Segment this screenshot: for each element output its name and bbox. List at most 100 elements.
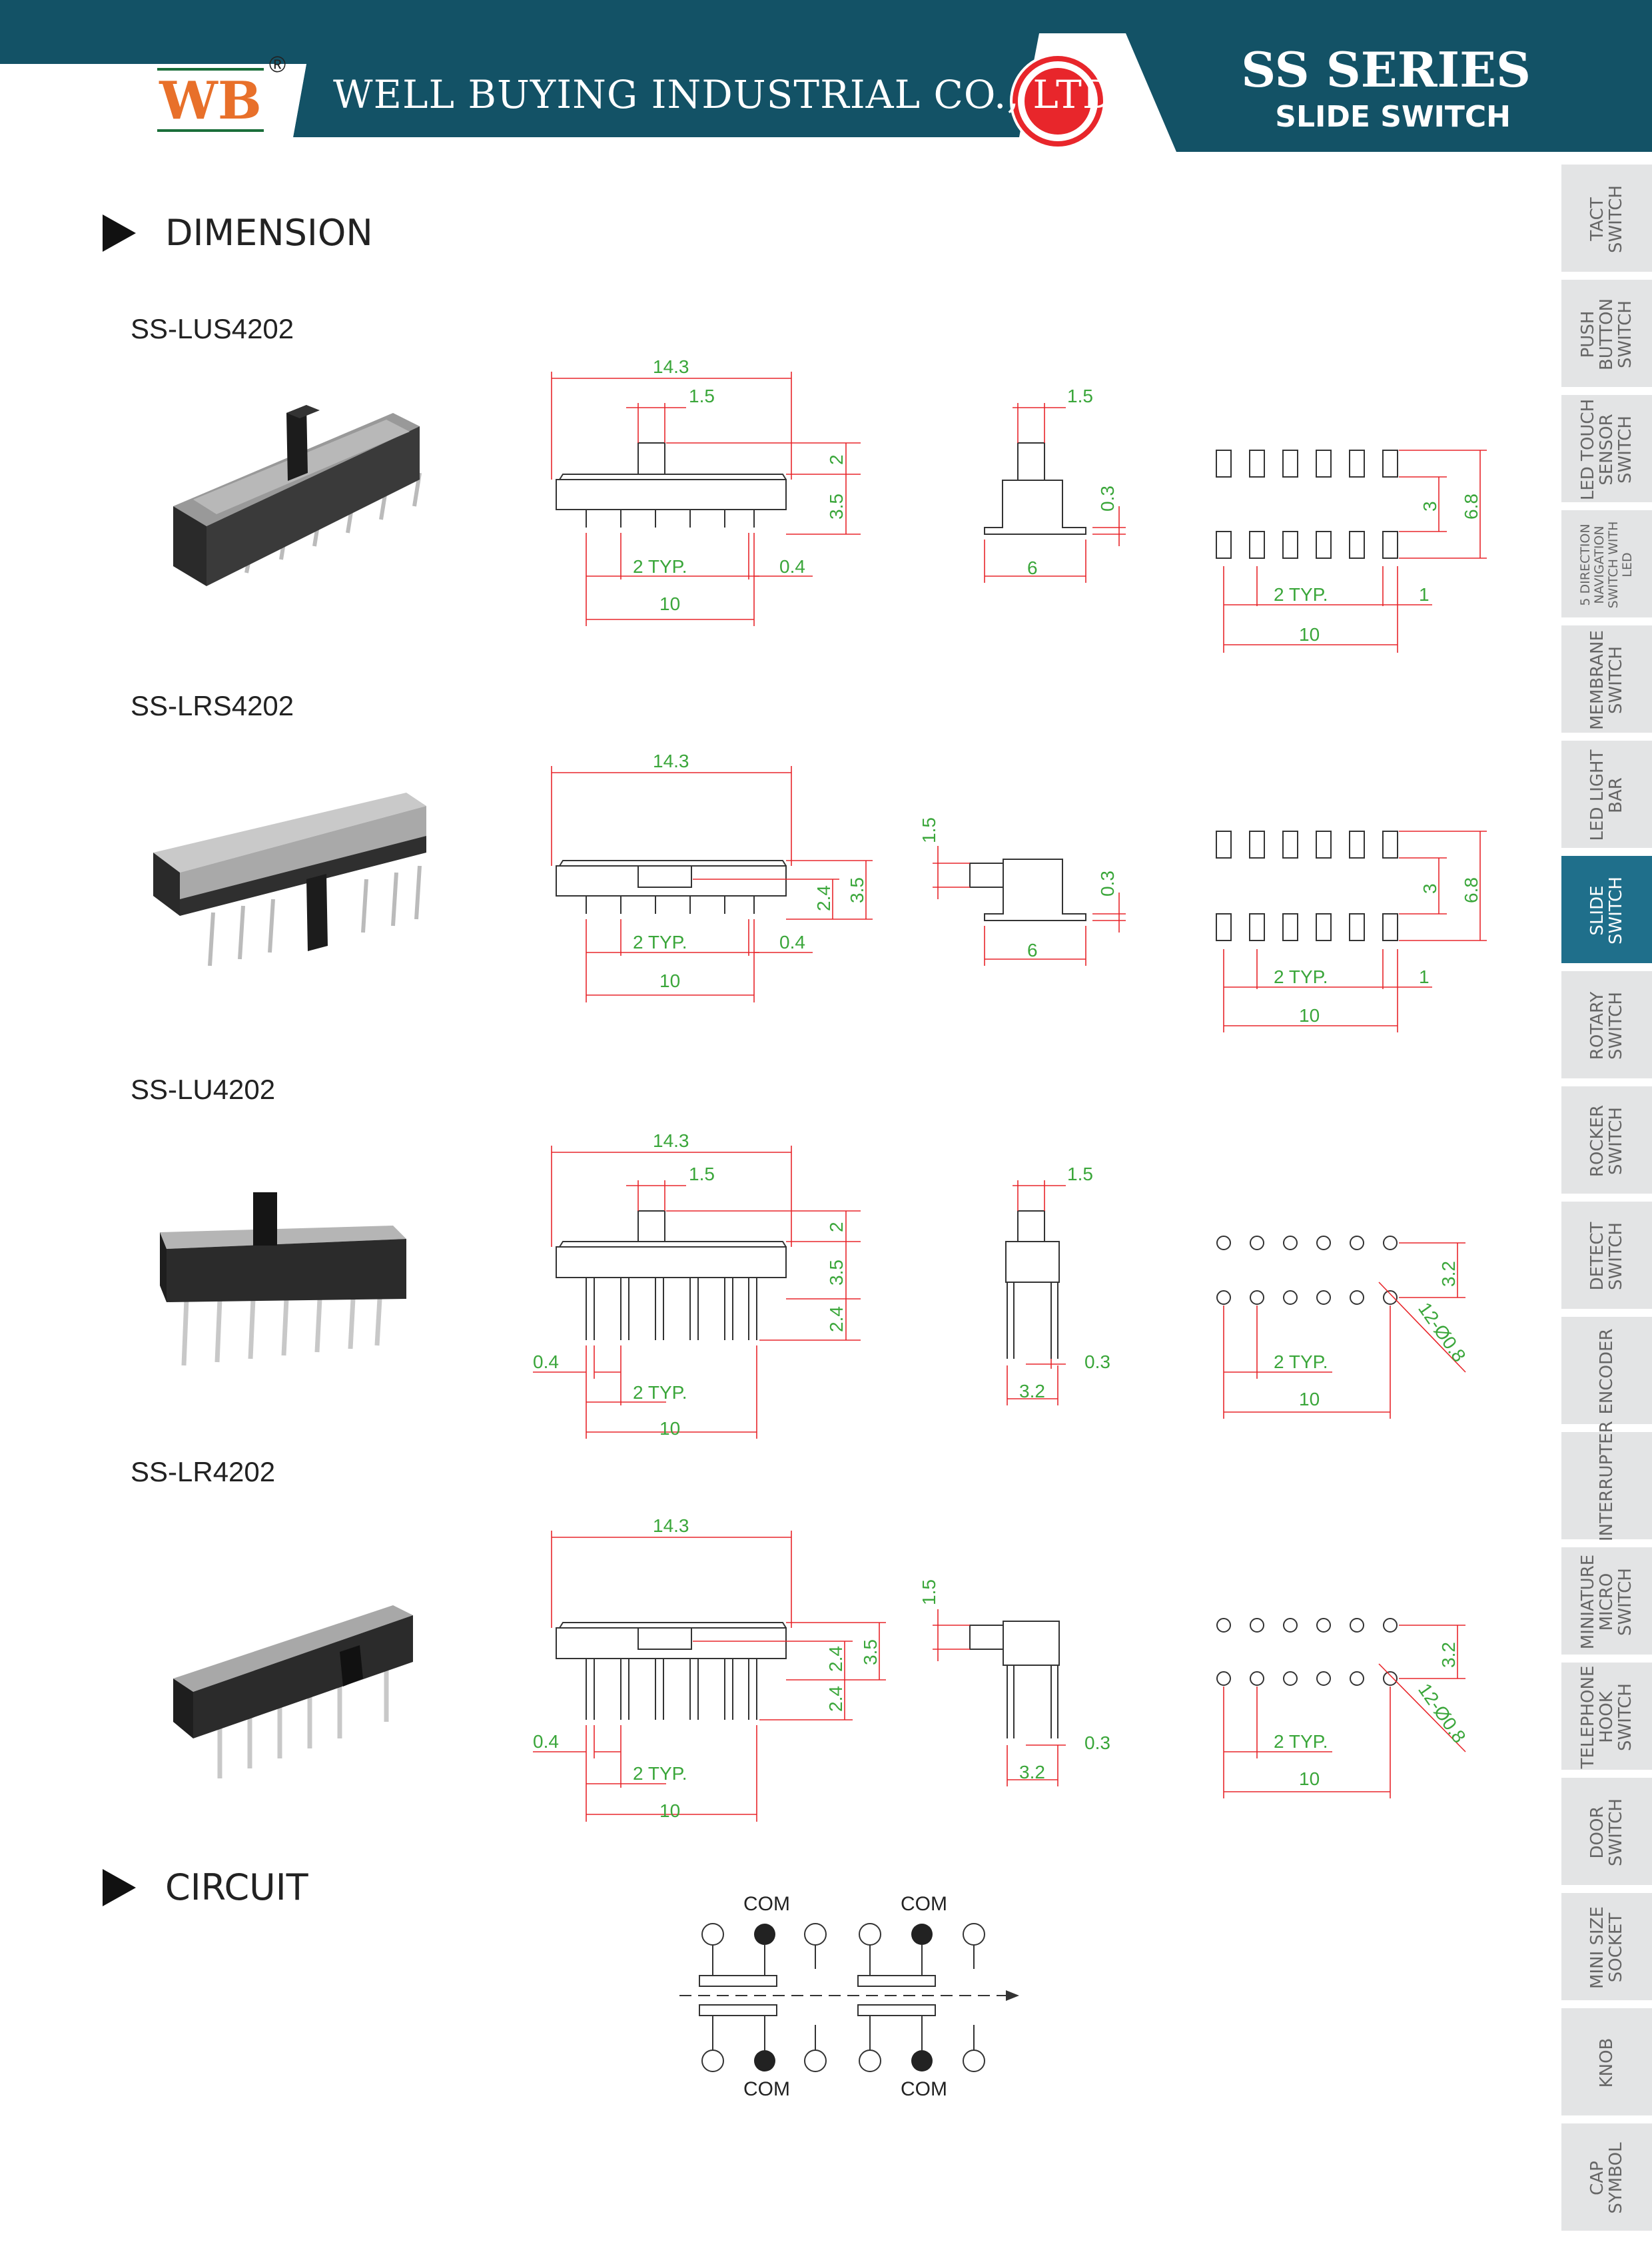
dimension-heading: DIMENSION — [103, 212, 373, 254]
dim-total: 6.8 — [1461, 494, 1481, 520]
sidebar-tab-label: KNOB — [1597, 2038, 1617, 2088]
dim-span: 10 — [1299, 1005, 1320, 1026]
side-view-ss-lrs4202: 1.5 0.3 6 — [919, 817, 1126, 966]
dim-actuator: 1.5 — [919, 1579, 939, 1605]
dim-span: 10 — [1299, 624, 1320, 645]
dim-actuator: 1.5 — [1067, 386, 1093, 406]
dim-body-height: 3.5 — [847, 877, 867, 903]
series-title: SS SERIES — [1241, 41, 1531, 98]
pcb-layout-ss-lrs4202: 3 6.8 2 TYP. 1 10 — [1216, 831, 1487, 1032]
company-name: WELL BUYING INDUSTRIAL CO., LTD — [333, 72, 1114, 117]
dim-pitch: 2 TYP. — [1274, 1731, 1328, 1752]
dim-pin-thickness: 0.3 — [1097, 871, 1118, 897]
sidebar-tab[interactable]: MINI SIZE SOCKET — [1561, 1891, 1652, 2000]
dim-total: 6.8 — [1461, 877, 1481, 903]
dim-span: 10 — [659, 970, 680, 991]
sidebar-tab[interactable]: LED LIGHT BAR — [1561, 739, 1652, 848]
dim-pin-width: 0.4 — [533, 1351, 559, 1372]
side-view-ss-lu4202: 1.5 0.3 3.2 — [1005, 1164, 1110, 1405]
dimension-drawings: .ol { stroke:#333; stroke-width:2; fill:… — [533, 356, 1487, 2100]
circuit-heading: CIRCUIT — [103, 1866, 308, 1908]
sidebar-tab[interactable]: ENCODER — [1561, 1315, 1652, 1424]
sidebar-tab-label: MINIATURE MICRO SWITCH — [1578, 1554, 1635, 1650]
dim-pad: 1 — [1419, 966, 1430, 987]
dim-depth: 6 — [1027, 940, 1038, 960]
sidebar-tab-label: 5 DIRECTION NAVIGATION SWITCH WITH LED — [1578, 521, 1635, 609]
dim-pitch: 2 TYP. — [1274, 1351, 1328, 1372]
dim-body-height: 3.5 — [826, 494, 847, 520]
sidebar-tab[interactable]: SLIDE SWITCH — [1561, 854, 1652, 963]
pcb-layout-ss-lu4202: 3.2 12-Ø0.8 2 TYP. 10 — [1216, 1236, 1470, 1419]
dim-actuator-height: 2 — [826, 454, 847, 465]
dim-pin-thickness: 0.3 — [1084, 1351, 1110, 1372]
front-view-ss-lu4202: 14.3 1.5 2 3.5 2.4 0.4 2 TYP. 10 — [533, 1130, 861, 1439]
com-terminal — [754, 1924, 775, 1945]
dim-row-spacing: 3 — [1420, 501, 1440, 512]
sidebar-tab-label: ROCKER SWITCH — [1587, 1104, 1626, 1178]
dim-depth: 3.2 — [1019, 1381, 1045, 1401]
com-label: COM — [901, 2078, 947, 2100]
sidebar-tab[interactable]: ROTARY SWITCH — [1561, 969, 1652, 1078]
dim-span: 10 — [659, 1418, 680, 1439]
sidebar-tab[interactable]: MINIATURE MICRO SWITCH — [1561, 1545, 1652, 1655]
dim-actuator-offset: 2.4 — [825, 1646, 846, 1672]
dim-width: 14.3 — [653, 751, 689, 771]
model-name: SS-LRS4202 — [131, 690, 294, 721]
dim-actuator-height: 2 — [826, 1222, 847, 1232]
dim-pin-width: 0.4 — [533, 1731, 559, 1752]
sidebar-tab[interactable]: KNOB — [1561, 2006, 1652, 2115]
com-label: COM — [743, 2078, 790, 2100]
com-label: COM — [901, 1893, 947, 1915]
dim-row-spacing: 3 — [1420, 883, 1440, 894]
sidebar-tab-label: LED TOUCH SENSOR SWITCH — [1578, 398, 1635, 501]
sidebar-tab[interactable]: DOOR SWITCH — [1561, 1776, 1652, 1885]
product-photo-ss-lus4202 — [173, 405, 422, 586]
com-label: COM — [743, 1893, 790, 1915]
sidebar-tab-label: MINI SIZE SOCKET — [1587, 1906, 1626, 1989]
dim-span: 10 — [1299, 1389, 1320, 1409]
product-photo-ss-lu4202 — [160, 1192, 406, 1366]
dim-pitch: 2 TYP. — [633, 1382, 687, 1403]
sidebar-tab[interactable]: 5 DIRECTION NAVIGATION SWITCH WITH LED — [1561, 508, 1652, 617]
sidebar-tab-label: INTERRUPTER — [1597, 1421, 1617, 1541]
logo-text: WB — [159, 71, 262, 131]
sidebar-tab[interactable]: PUSH BUTTON SWITCH — [1561, 278, 1652, 387]
sidebar-tab[interactable]: MEMBRANE SWITCH — [1561, 623, 1652, 733]
product-photo-ss-lrs4202 — [153, 793, 426, 966]
dim-pin-thickness: 0.3 — [1084, 1732, 1110, 1753]
side-view-ss-lus4202: 1.5 0.3 6 — [984, 386, 1126, 583]
sidebar-tab[interactable]: ROCKER SWITCH — [1561, 1084, 1652, 1194]
sidebar-tab[interactable]: INTERRUPTER — [1561, 1421, 1652, 1541]
dim-actuator: 1.5 — [919, 817, 939, 843]
front-view-ss-lr4202: 14.3 2.4 2.4 3.5 0.4 2 TYP. 10 — [533, 1515, 886, 1822]
com-terminal — [911, 1924, 933, 1945]
dim-actuator: 1.5 — [689, 386, 715, 406]
dim-pin-width: 0.4 — [779, 556, 805, 577]
dim-pitch: 2 TYP. — [1274, 584, 1328, 605]
sidebar-tab[interactable]: CAP SYMBOL — [1561, 2121, 1652, 2231]
sidebar-tab[interactable]: TACT SWITCH — [1561, 163, 1652, 272]
sidebar-tab-label: DOOR SWITCH — [1587, 1798, 1626, 1866]
sidebar-tab-label: TACT SWITCH — [1587, 185, 1626, 253]
dim-depth: 6 — [1027, 558, 1038, 578]
dim-pin-thickness: 0.3 — [1097, 486, 1118, 512]
category-sidebar: TACT SWITCH PUSH BUTTON SWITCH LED TOUCH S… — [1561, 163, 1652, 2256]
dim-pitch: 2 TYP. — [633, 556, 687, 577]
sidebar-tab[interactable]: DETECT SWITCH — [1561, 1200, 1652, 1309]
triangle-bullet-icon — [103, 214, 136, 252]
dim-span: 10 — [1299, 1768, 1320, 1789]
dim-body-height: 3.5 — [826, 1260, 847, 1286]
dim-depth: 3.2 — [1019, 1762, 1045, 1782]
dim-width: 14.3 — [653, 356, 689, 377]
sidebar-tab-label: LED LIGHT BAR — [1587, 749, 1626, 841]
dim-holes: 12-Ø0.8 — [1414, 1299, 1469, 1366]
dim-width: 14.3 — [653, 1130, 689, 1151]
sidebar-tab[interactable]: LED TOUCH SENSOR SWITCH — [1561, 393, 1652, 502]
dim-row-spacing: 3.2 — [1438, 1642, 1459, 1668]
model-name: SS-LUS4202 — [131, 313, 294, 344]
front-view-ss-lrs4202: 14.3 2.4 3.5 2 TYP. 0.4 10 — [551, 751, 873, 1002]
sidebar-tab[interactable]: TELEPHONE HOOK SWITCH — [1561, 1661, 1652, 1770]
arrow-right-icon — [1006, 1990, 1019, 2001]
pcb-layout-ss-lus4202: 3 6.8 2 TYP. 1 10 — [1216, 450, 1487, 653]
model-name: SS-LR4202 — [131, 1456, 276, 1487]
